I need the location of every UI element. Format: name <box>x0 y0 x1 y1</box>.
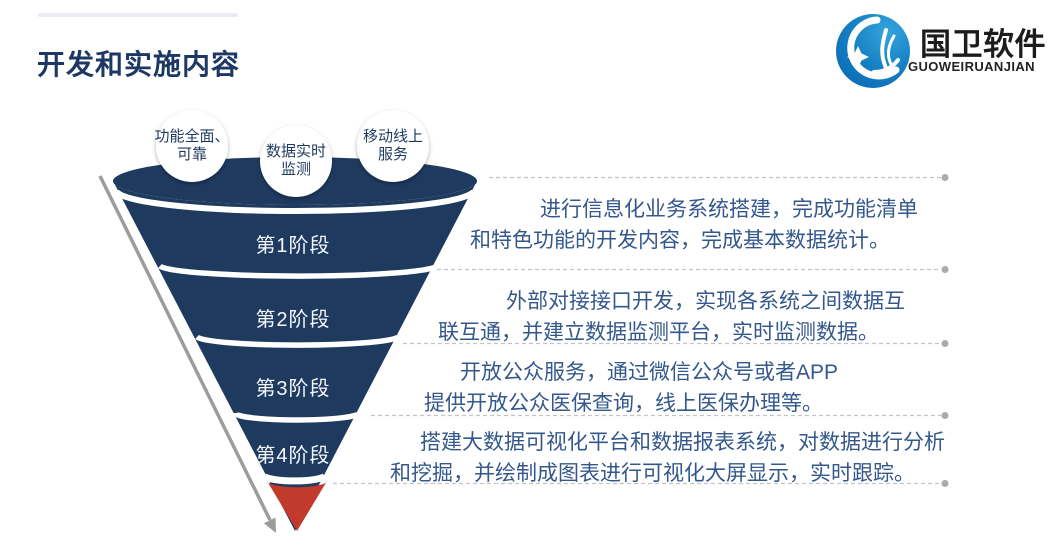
bubble-circle-2 <box>260 125 332 197</box>
stage-description-1-line-1: 进行信息化业务系统搭建，完成功能清单 <box>540 198 918 221</box>
logo-company-name-en: GUOWEIRUANJIAN <box>908 59 1035 74</box>
logo-feather-1 <box>880 28 888 70</box>
stage-description-3-line-1: 开放公众服务，通过微信公众号或者APP <box>460 361 839 384</box>
stage-description-4-line-2: 和挖掘，并绘制成图表进行可视化大屏显示，实时跟踪。 <box>390 462 915 485</box>
timeline-arrow-shaft <box>98 175 272 521</box>
bubble-label-3-line-2: 服务 <box>377 146 408 163</box>
page-title: 开发和实施内容 <box>37 48 241 80</box>
funnel-cone <box>113 181 477 531</box>
dashed-line-1-dot <box>941 174 949 181</box>
stage-description-1-line-2: 和特色功能的开发内容，完成基本数据统计。 <box>470 229 890 252</box>
dashed-line-4-dot <box>941 412 949 419</box>
bubble-label-2-line-1: 数据实时 <box>265 143 326 160</box>
stage-description-2: 外部对接接口开发，实现各系统之间数据互 联互通，并建立数据监测平台，实时监测数据… <box>438 286 905 348</box>
stage-description-3: 开放公众服务，通过微信公众号或者APP 提供开放公众医保查询，线上医保办理等。 <box>424 357 838 419</box>
bubble-label-3-line-1: 移动线上 <box>362 128 423 145</box>
funnel-rim-separator <box>113 189 477 214</box>
funnel-separator-1 <box>158 263 439 279</box>
timeline-arrow-head <box>263 517 276 533</box>
dashed-line-2-dot <box>941 266 949 273</box>
stage-description-2-line-1: 外部对接接口开发，实现各系统之间数据互 <box>506 290 905 313</box>
bubble-label-2: 数据实时 监测 <box>238 143 354 179</box>
stage-description-4-line-1: 搭建大数据可视化平台和数据报表系统，对数据进行分析 <box>420 431 945 454</box>
stage-description-2-line-2: 联互通，并建立数据监测平台，实时监测数据。 <box>438 321 879 344</box>
stage-label-4: 第4阶段 <box>255 445 331 467</box>
bubble-label-1: 功能全面、 可靠 <box>134 128 250 164</box>
funnel-separator-3 <box>232 411 362 423</box>
stage-description-1: 进行信息化业务系统搭建，完成功能清单 和特色功能的开发内容，完成基本数据统计。 <box>470 194 918 256</box>
logo-globe-icon <box>836 14 910 88</box>
bubble-label-2-line-2: 监测 <box>280 161 311 178</box>
dashed-line-3-dot <box>941 340 949 347</box>
logo-company-name-cn: 国卫软件 <box>920 27 1046 62</box>
funnel-separator-4 <box>261 473 328 485</box>
bubble-label-1-line-1: 功能全面、 <box>154 128 230 145</box>
stage-description-3-line-2: 提供开放公众医保查询，线上医保办理等。 <box>424 392 823 415</box>
dashed-line-5-dot <box>941 480 949 487</box>
stage-label-2: 第2阶段 <box>255 309 331 331</box>
funnel-separator-2 <box>195 334 400 348</box>
title-decor-line <box>38 13 238 17</box>
stage-label-3: 第3阶段 <box>255 378 331 400</box>
stage-label-1: 第1阶段 <box>255 235 331 257</box>
funnel-red-tip <box>267 481 327 531</box>
company-logo: 国卫软件 GUOWEIRUANJIAN <box>834 10 1054 88</box>
bubble-label-1-line-2: 可靠 <box>176 146 207 163</box>
bubble-circle-1 <box>156 110 228 182</box>
stage-description-4: 搭建大数据可视化平台和数据报表系统，对数据进行分析 和挖掘，并绘制成图表进行可视… <box>390 427 945 489</box>
bubble-label-3: 移动线上 服务 <box>335 128 451 164</box>
bubble-circle-3 <box>357 110 429 182</box>
logo-star <box>847 46 869 68</box>
logo-hand-stroke <box>872 58 900 74</box>
logo-feather-2 <box>886 34 896 68</box>
